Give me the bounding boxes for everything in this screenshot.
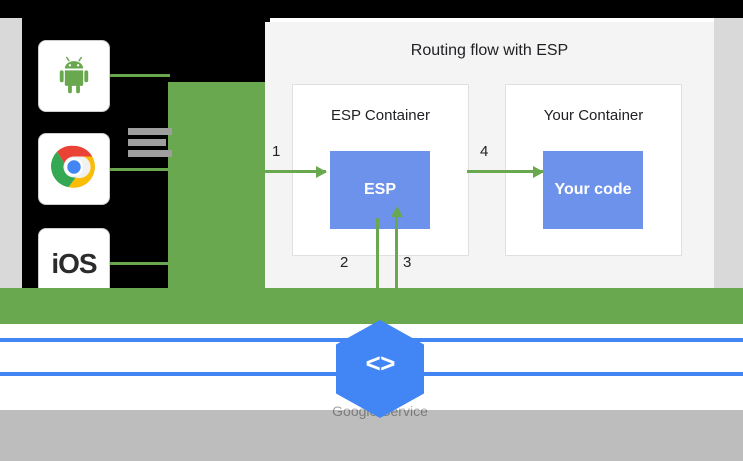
android-icon	[52, 52, 96, 101]
arrow-4-number: 4	[480, 143, 489, 160]
device-card-chrome	[38, 133, 110, 205]
right-grey-panel	[714, 18, 743, 288]
hexagon-shape	[336, 320, 424, 418]
left-grey-panel	[0, 18, 22, 288]
connector-line-chrome	[108, 168, 170, 171]
chrome-icon	[51, 144, 97, 195]
connector-line-ios	[108, 262, 170, 265]
green-band	[0, 288, 743, 324]
routing-flow-panel: Routing flow with ESP ESP Container ESP …	[265, 22, 714, 288]
endpoints-hexagon-logo: <>	[336, 320, 424, 418]
your-container-label: Your Container	[543, 107, 644, 124]
esp-container-box: ESP Container ESP	[292, 84, 469, 256]
code-brackets-icon: <>	[365, 350, 395, 380]
arrow-2-line	[376, 218, 379, 328]
arrow-4-line	[467, 165, 544, 178]
connector-line-android	[108, 74, 170, 77]
device-card-android	[38, 40, 110, 112]
arrow-1-line	[263, 165, 327, 178]
bottom-grey-band	[0, 410, 743, 461]
esp-node: ESP	[330, 151, 430, 229]
esp-container-label: ESP Container	[331, 107, 430, 124]
arrow-2-number: 2	[340, 254, 349, 271]
arrow-1-number: 1	[272, 143, 281, 160]
diagram-title: Routing flow with ESP	[410, 42, 569, 59]
arrow-3-number: 3	[403, 254, 412, 271]
arrow-3-line	[390, 206, 403, 328]
your-code-node: Your code	[543, 151, 643, 229]
green-column-backdrop	[168, 82, 270, 288]
top-black-bar	[0, 0, 743, 18]
grey-bars-decoration	[128, 128, 172, 168]
ios-text-icon: iOS	[51, 248, 97, 279]
